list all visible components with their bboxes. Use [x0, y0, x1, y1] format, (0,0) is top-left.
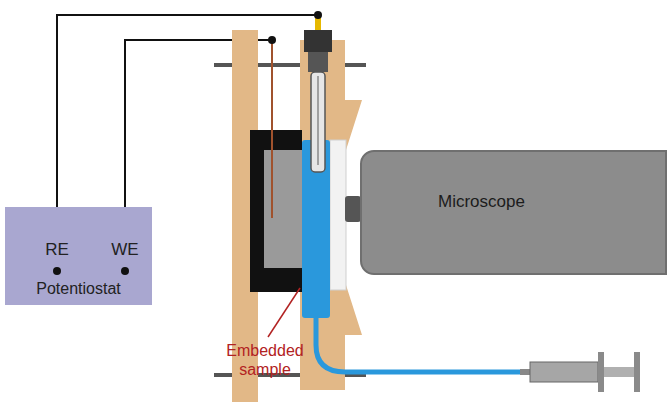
terminal-label: RE — [37, 240, 77, 260]
objective-lens — [345, 196, 361, 222]
microscope-body: Microscope — [360, 150, 667, 275]
right-plate — [300, 40, 362, 390]
electrode-glass — [311, 72, 325, 172]
electrode-wire — [317, 76, 319, 165]
syringe-thumb — [634, 352, 640, 392]
embedding-block — [250, 130, 302, 292]
window — [330, 140, 346, 290]
syringe-tip — [520, 369, 530, 375]
junction-dot — [314, 11, 322, 19]
syringe-barrel — [530, 362, 598, 382]
leader-line — [268, 288, 300, 337]
node-text: Microscope — [438, 192, 525, 212]
syringe-plunger — [604, 367, 634, 377]
sample — [264, 150, 302, 268]
node-text: Potentiostat — [36, 280, 121, 298]
junction-dot — [268, 36, 276, 44]
syringe-flange — [598, 352, 604, 392]
electrode-cap — [304, 30, 332, 52]
we-lead — [271, 40, 273, 218]
terminal-label: WE — [105, 240, 145, 260]
callout-label: Embedded sample — [223, 341, 307, 379]
tube — [316, 318, 522, 372]
electrode-holder — [308, 52, 328, 72]
